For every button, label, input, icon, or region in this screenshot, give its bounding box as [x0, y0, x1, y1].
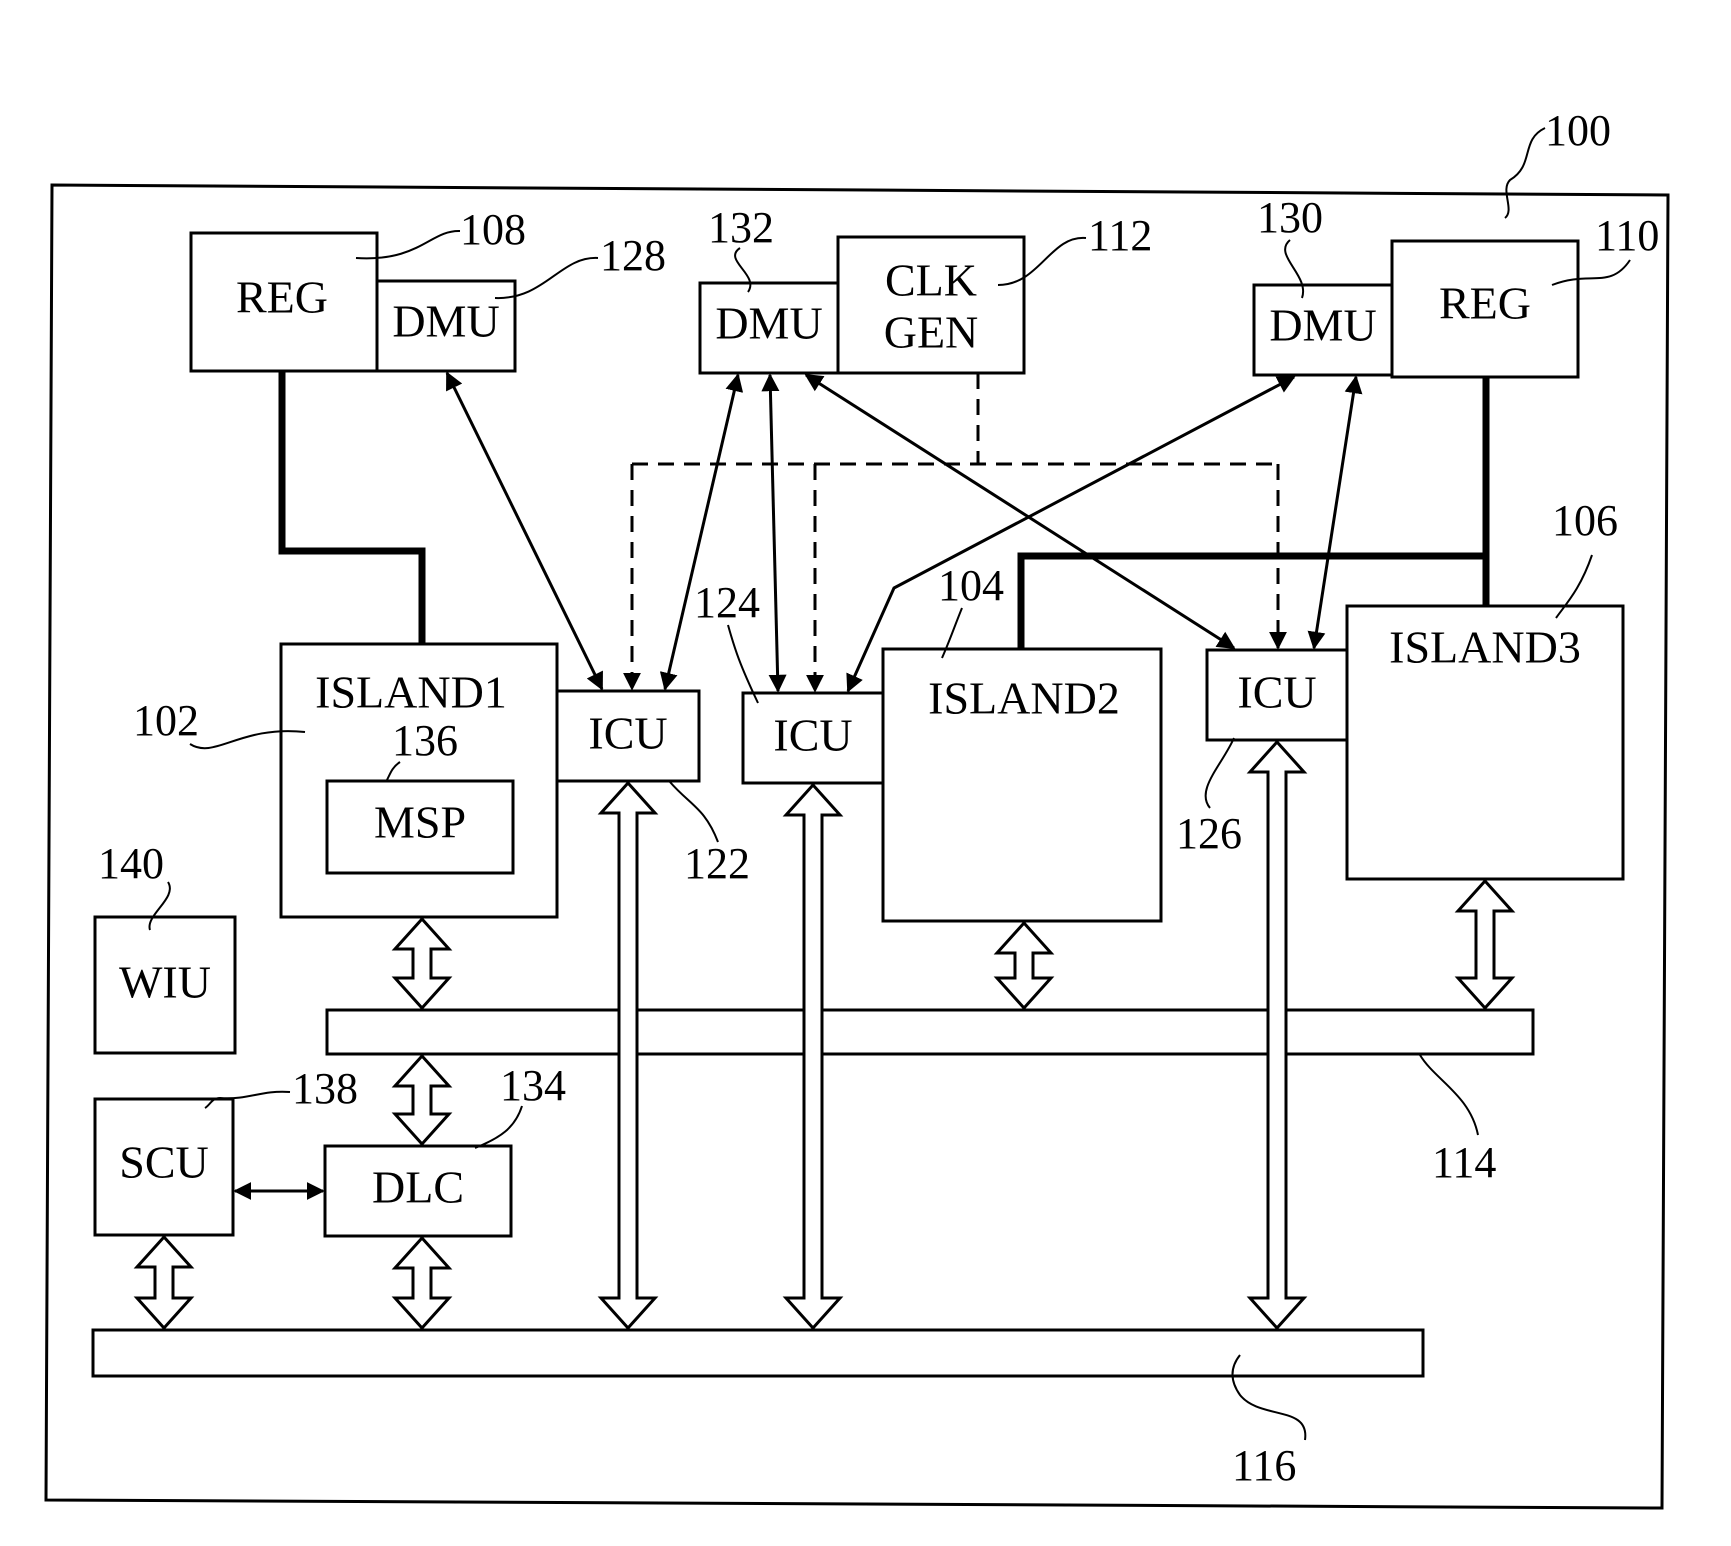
scu-label: SCU — [119, 1137, 208, 1188]
ref-dmu-center: 132 — [708, 203, 774, 252]
ref-reg-left: 108 — [460, 205, 526, 254]
dmu-left-label: DMU — [392, 296, 499, 347]
clk-gen-label-line1: CLK — [885, 255, 977, 306]
ref-dmu-right: 130 — [1257, 193, 1323, 242]
icu2-to-bus-lower-arrow — [786, 785, 840, 1328]
island3-to-bus-upper-arrow — [1458, 881, 1512, 1008]
ref-icu-1: 122 — [684, 839, 750, 888]
ref-reg-right: 110 — [1595, 211, 1659, 260]
ref-icu-3-leader — [1206, 738, 1234, 808]
dmu-center-label: DMU — [715, 298, 822, 349]
island1-to-bus-upper-arrow — [395, 919, 449, 1008]
island1-label: ISLAND1 — [315, 667, 507, 718]
wiu-label: WIU — [119, 957, 211, 1008]
clk-gen-label-line2: GEN — [884, 307, 979, 358]
icu-3-label: ICU — [1237, 667, 1316, 718]
bus-lower — [93, 1330, 1423, 1376]
ref-dlc-leader — [475, 1106, 522, 1148]
ref-system-leader — [1505, 128, 1545, 218]
ref-clk-gen: 112 — [1088, 211, 1152, 260]
reg-left-to-island1-line — [282, 371, 422, 644]
ref-icu-3: 126 — [1176, 809, 1242, 858]
icu-1-label: ICU — [588, 708, 667, 759]
ref-system: 100 — [1545, 106, 1611, 155]
arrow-dmu-center-icu2 — [770, 375, 778, 691]
ref-island2: 104 — [938, 561, 1004, 610]
msp-label: MSP — [374, 797, 466, 848]
bus-upper-to-dlc-arrow — [395, 1056, 449, 1144]
ref-icu-2: 124 — [694, 578, 760, 627]
reg-right-label: REG — [1439, 278, 1531, 329]
ref-icu-1-leader — [670, 782, 718, 842]
ref-dlc: 134 — [500, 1061, 566, 1110]
ref-bus-upper: 114 — [1432, 1138, 1496, 1187]
ref-bus-upper-leader — [1420, 1055, 1478, 1135]
icu-2-label: ICU — [773, 710, 852, 761]
reg-left-label: REG — [236, 272, 328, 323]
ref-island1: 102 — [133, 696, 199, 745]
ref-icu-2-leader — [728, 625, 758, 703]
dlc-to-bus-lower-arrow — [395, 1238, 449, 1328]
scu-to-bus-lower-arrow — [137, 1237, 191, 1328]
ref-scu: 138 — [292, 1064, 358, 1113]
bus-upper — [327, 1010, 1533, 1054]
dmu-right-label: DMU — [1269, 300, 1376, 351]
arrow-dmu-left-icu1 — [447, 373, 602, 689]
dlc-label: DLC — [372, 1162, 464, 1213]
arrow-dmu-center-icu1 — [665, 375, 738, 689]
ref-island3: 106 — [1552, 496, 1618, 545]
island2-label: ISLAND2 — [928, 673, 1120, 724]
island2-to-bus-upper-arrow — [997, 923, 1051, 1008]
ref-wiu: 140 — [98, 839, 164, 888]
ref-bus-lower: 116 — [1232, 1441, 1296, 1490]
ref-dmu-left: 128 — [600, 231, 666, 280]
island3-label: ISLAND3 — [1389, 622, 1581, 673]
ref-msp: 136 — [392, 716, 458, 765]
